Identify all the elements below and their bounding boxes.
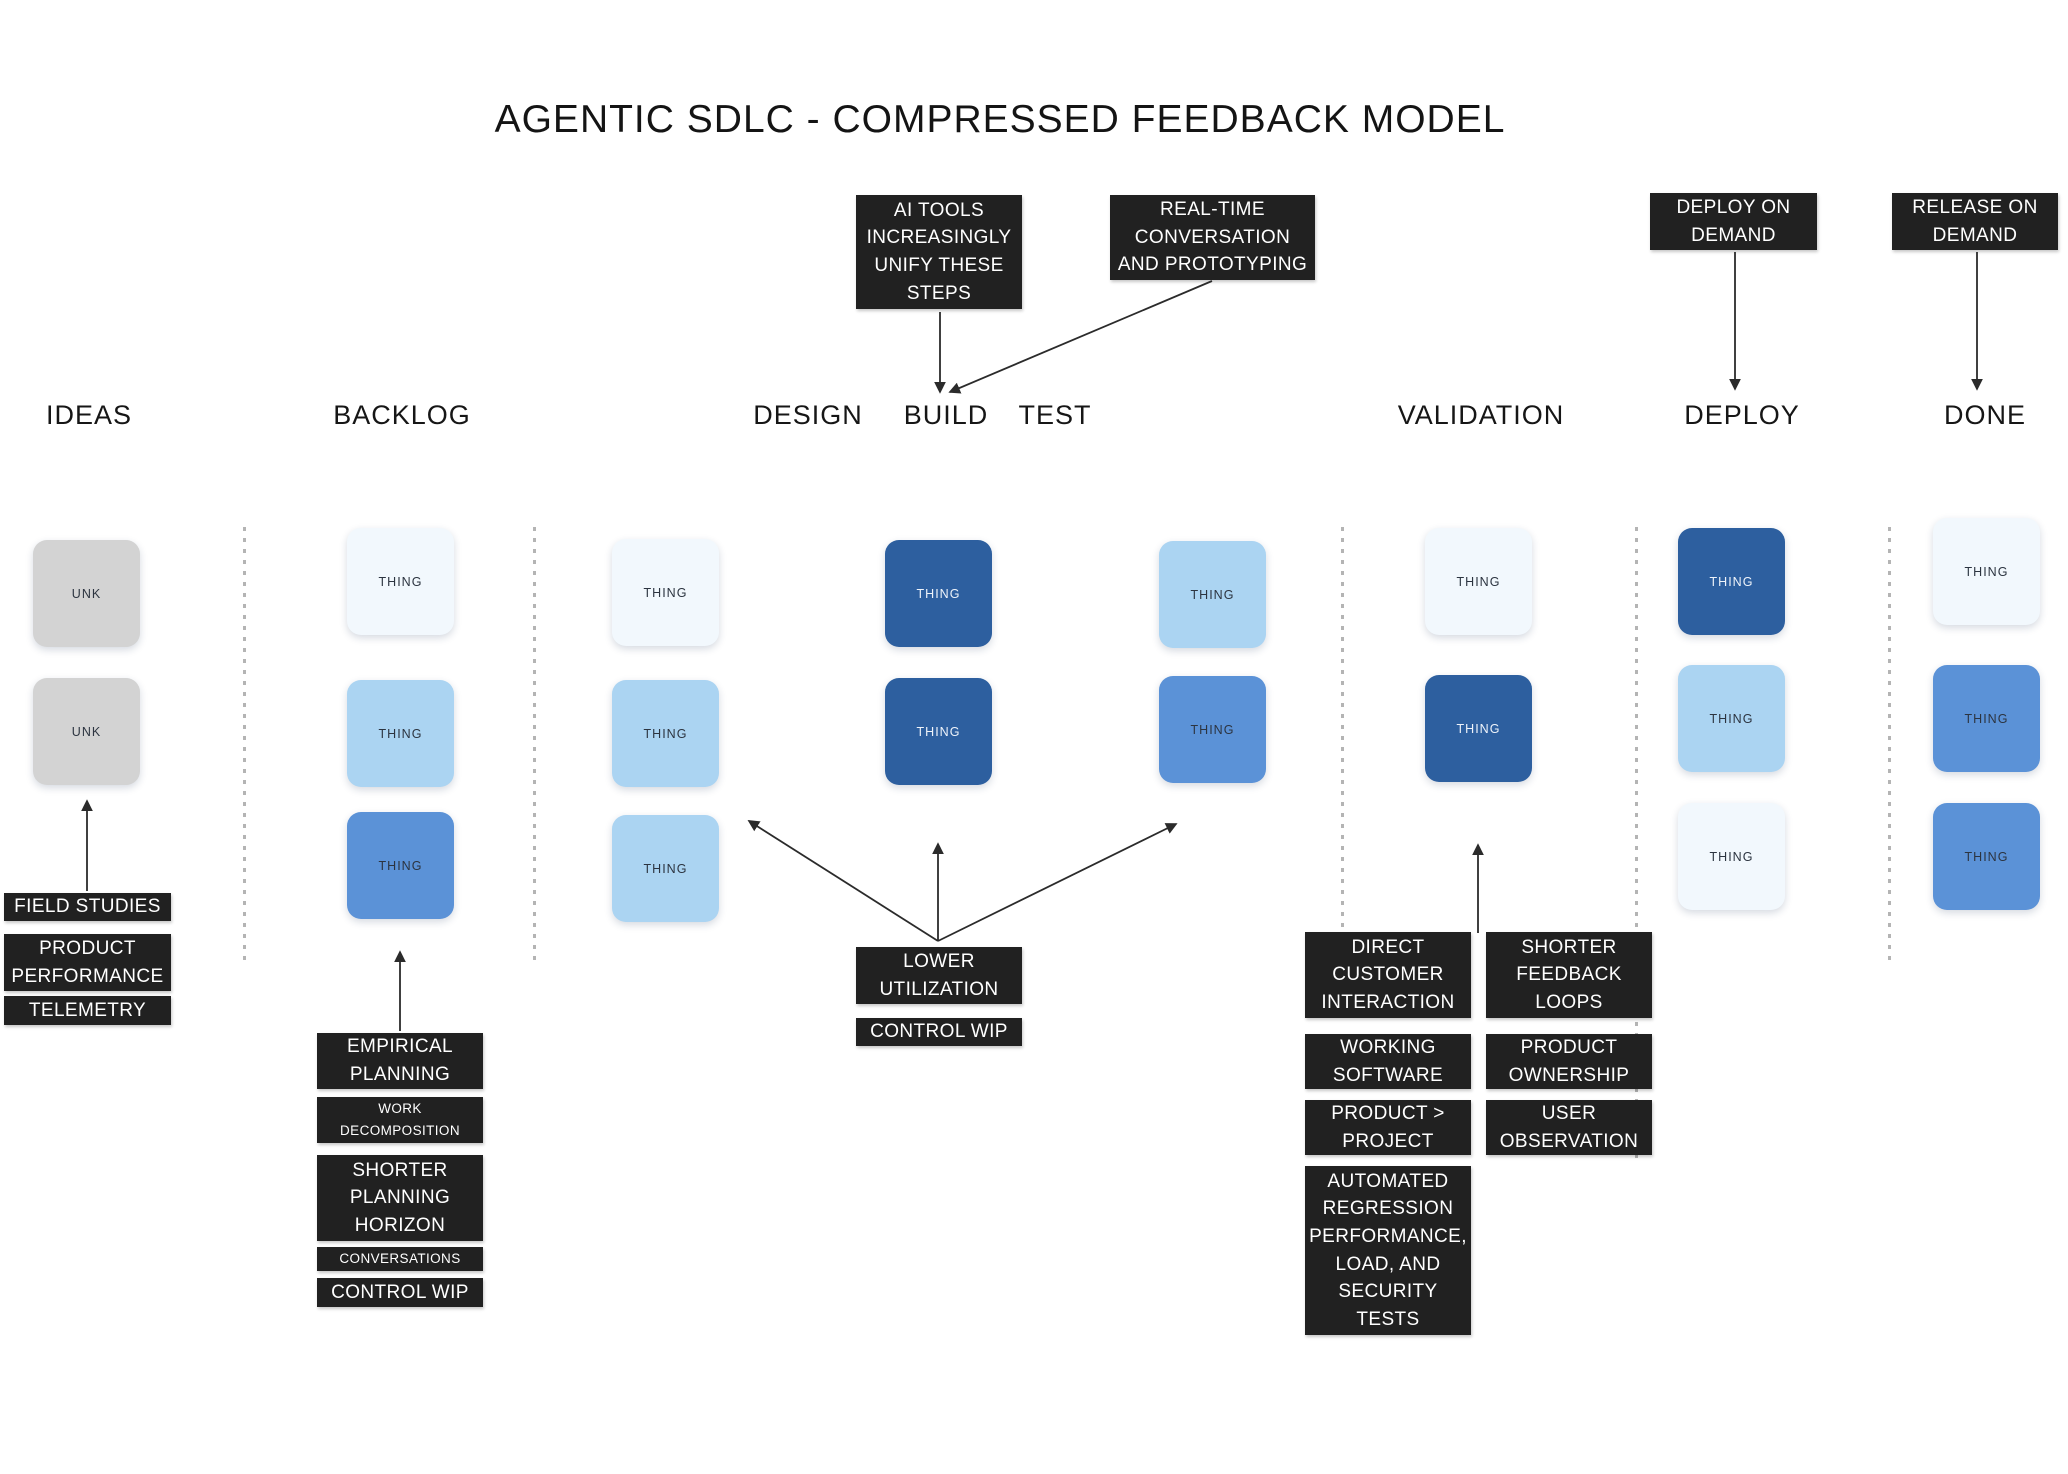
note-automated-tests: AUTOMATED REGRESSION PERFORMANCE, LOAD, … [1305,1166,1471,1335]
validation-card: THING [1425,528,1532,635]
done-card: THING [1933,518,2040,625]
test-card: THING [1159,541,1266,648]
build-card: THING [885,678,992,785]
note-field-studies: FIELD STUDIES [4,893,171,921]
column-header-test: TEST [1018,400,1092,430]
design-card: THING [612,539,719,646]
column-header-done: DONE [1943,400,2027,430]
deploy-card: THING [1678,528,1785,635]
note-product-performance: PRODUCT PERFORMANCE [4,934,171,991]
note-shorter-planning-horizon: SHORTER PLANNING HORIZON [317,1155,483,1241]
lane-divider-ideas-backlog [243,527,246,964]
deploy-card: THING [1678,665,1785,772]
note-user-observation: USER OBSERVATION [1486,1100,1652,1155]
design-card: THING [612,680,719,787]
note-deploy-on-demand: DEPLOY ON DEMAND [1650,193,1817,250]
lane-divider-test-validation [1341,527,1344,964]
done-card: THING [1933,665,2040,772]
note-shorter-feedback-loops: SHORTER FEEDBACK LOOPS [1486,932,1652,1018]
test-card: THING [1159,676,1266,783]
arrow-wip-to-design [747,820,939,942]
arrow-wip-to-test [937,823,1178,942]
backlog-card: THING [347,680,454,787]
deploy-card: THING [1678,803,1785,910]
lane-divider-deploy-done [1888,527,1891,964]
note-conversations: CONVERSATIONS [317,1247,483,1271]
column-header-build: BUILD [903,400,989,430]
build-card: THING [885,540,992,647]
note-product-over-project: PRODUCT > PROJECT [1305,1100,1471,1155]
idea-card: UNK [33,678,140,785]
note-empirical-planning: EMPIRICAL PLANNING [317,1033,483,1089]
note-work-decomposition: WORK DECOMPOSITION [317,1097,483,1143]
note-realtime-conversation: REAL-TIME CONVERSATION AND PROTOTYPING [1110,195,1315,280]
validation-card: THING [1425,675,1532,782]
lane-divider-validation-deploy [1635,527,1638,1163]
lane-divider-backlog-design [533,527,536,964]
done-card: THING [1933,803,2040,910]
note-release-on-demand: RELEASE ON DEMAND [1892,193,2058,250]
column-header-deploy: DEPLOY [1684,400,1800,430]
note-control-wip-backlog: CONTROL WIP [317,1278,483,1307]
note-control-wip-build: CONTROL WIP [856,1018,1022,1046]
note-direct-customer-interaction: DIRECT CUSTOMER INTERACTION [1305,932,1471,1018]
note-product-ownership: PRODUCT OWNERSHIP [1486,1034,1652,1089]
note-telemetry: TELEMETRY [4,996,171,1025]
idea-card: UNK [33,540,140,647]
backlog-card: THING [347,528,454,635]
backlog-card: THING [347,812,454,919]
column-header-validation: VALIDATION [1397,400,1565,430]
note-working-software: WORKING SOFTWARE [1305,1034,1471,1089]
design-card: THING [612,815,719,922]
page-title: AGENTIC SDLC - COMPRESSED FEEDBACK MODEL [494,98,1506,141]
note-lower-utilization: LOWER UTILIZATION [856,947,1022,1004]
column-header-backlog: BACKLOG [333,400,471,430]
note-ai-tools: AI TOOLS INCREASINGLY UNIFY THESE STEPS [856,195,1022,309]
column-header-design: DESIGN [753,400,863,430]
column-header-ideas: IDEAS [45,400,133,430]
